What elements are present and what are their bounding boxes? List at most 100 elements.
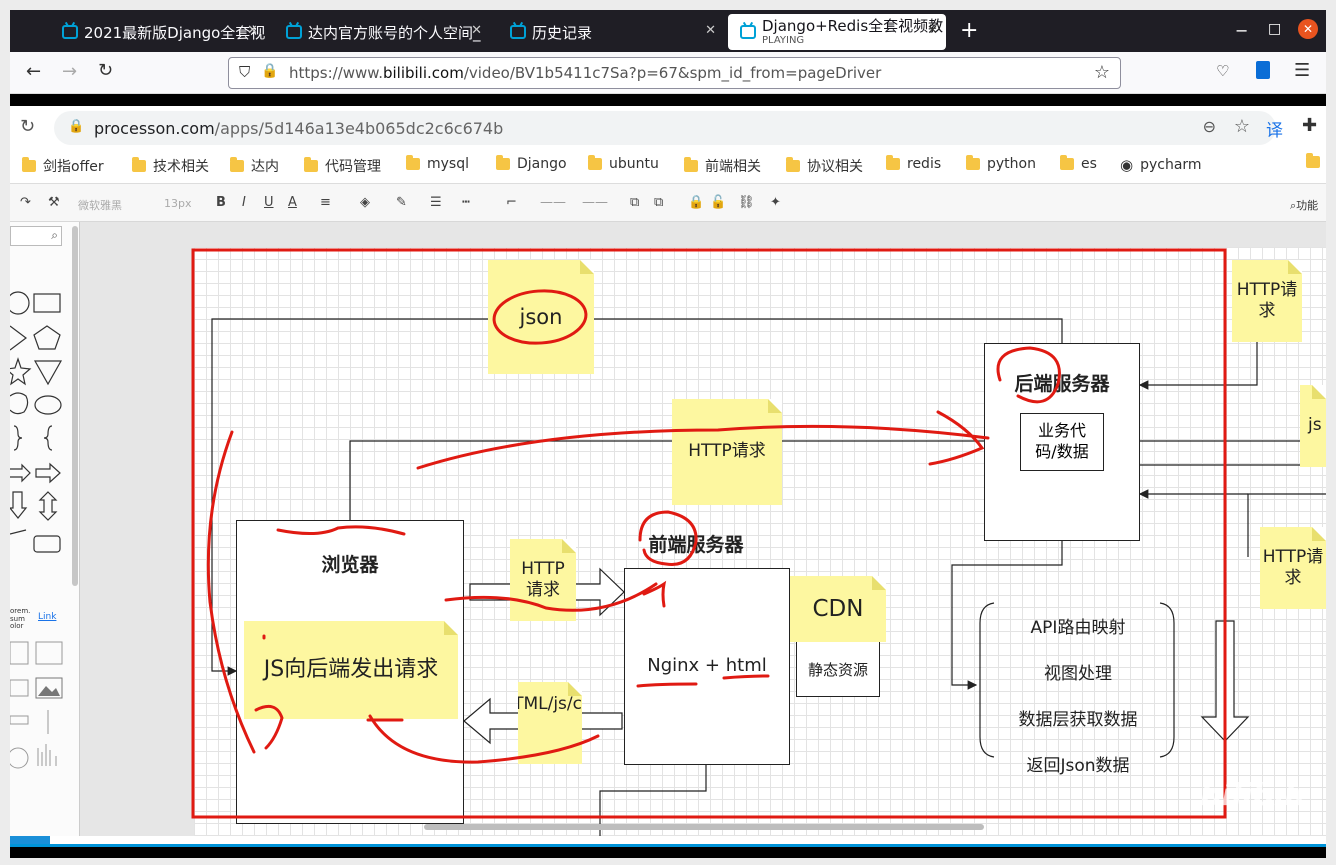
tab-title: Django+Redis全套视频教 (762, 17, 944, 36)
tab-2[interactable]: 达内官方账号的个人空间_ ✕ (274, 14, 490, 50)
inner-url-bar[interactable]: 🔒 processon.com/apps/5d146a13e4b065dc2c6… (54, 111, 1276, 145)
forward-icon[interactable]: → (62, 61, 78, 82)
puzzle-icon[interactable]: ✚ (1302, 115, 1318, 136)
shield-icon: ⛉ (239, 63, 251, 81)
bookmark-item[interactable] (1306, 153, 1320, 168)
menu-icon[interactable]: ☰ (1294, 60, 1311, 81)
lock-icon[interactable]: 🔒 (688, 195, 705, 210)
close-icon[interactable]: ✕ (471, 23, 482, 38)
unlock-icon[interactable]: 🔓 (710, 195, 727, 210)
static-resource-box[interactable] (796, 635, 880, 697)
close-icon[interactable]: ✕ (927, 23, 938, 38)
extension-icon[interactable] (1256, 61, 1270, 79)
http-request-note[interactable]: HTTP请求 (1260, 527, 1326, 609)
maximize-button[interactable]: □ (1268, 21, 1282, 37)
connector-icon[interactable]: ⌐ (506, 195, 517, 210)
video-progress[interactable] (10, 844, 1326, 847)
bookmark-star-icon[interactable]: ☆ (1093, 62, 1110, 83)
reload-icon[interactable]: ↻ (98, 60, 114, 81)
bookmark-item[interactable]: ubuntu (588, 155, 659, 172)
bookmark-item[interactable]: python (966, 155, 1036, 172)
html-js-css-note[interactable]: HTML/js/css (518, 682, 582, 764)
bookmark-item[interactable]: ◉pycharm (1120, 156, 1202, 174)
url-host: processon.com (94, 118, 215, 138)
business-logic-box[interactable]: 业务代码/数据 (1020, 413, 1104, 471)
http-request-note[interactable]: HTTP请求 (510, 539, 576, 621)
close-window-button[interactable]: ✕ (1298, 19, 1318, 39)
tab-title: 达内官方账号的个人空间_ (308, 23, 481, 42)
json-note[interactable]: json (488, 260, 594, 374)
tab-1[interactable]: 2021最新版Django全套视 ✕ (50, 14, 266, 50)
align-icon[interactable]: ≡ (320, 195, 331, 210)
tab-playing-label: PLAYING (762, 34, 805, 46)
bold-icon[interactable]: B (216, 195, 226, 210)
bilibili-watermark: bilibili (1200, 778, 1305, 813)
http-request-note[interactable]: HTTP请求 (1232, 260, 1302, 342)
bookmark-item[interactable]: 技术相关 (132, 156, 209, 176)
font-color-icon[interactable]: A (288, 195, 297, 210)
link-shape[interactable]: Link (38, 612, 57, 622)
browser-title: 浏览器 (321, 554, 379, 576)
shape-search-input[interactable]: ⌕ (10, 226, 62, 246)
folder-icon (1306, 153, 1320, 168)
bookmark-star-icon[interactable]: ☆ (1233, 116, 1250, 137)
font-size-select[interactable]: 13px (164, 197, 192, 210)
back-icon[interactable]: ← (26, 61, 42, 82)
fill-color-icon[interactable]: ◈ (360, 195, 370, 210)
italic-icon[interactable]: I (242, 195, 246, 210)
horizontal-scrollbar[interactable] (424, 824, 984, 830)
js-request-note[interactable]: JS向后端发出请求 (244, 621, 458, 719)
font-family-select[interactable]: 微软雅黑 (78, 199, 122, 212)
static-label: 静态资源 (807, 661, 868, 679)
tab-3[interactable]: 历史记录 ✕ (498, 14, 724, 50)
zoom-icon[interactable]: ⊖ (1202, 117, 1216, 136)
bring-front-icon[interactable]: ⧉ (630, 195, 640, 210)
link-icon[interactable]: ⛓ (738, 195, 755, 210)
line-end-select[interactable]: —— (582, 195, 608, 210)
translate-icon[interactable]: 译 (1266, 121, 1283, 141)
bookmark-item[interactable]: mysql (406, 155, 469, 172)
js-note[interactable]: js (1300, 385, 1326, 467)
bookmark-item[interactable]: es (1060, 155, 1097, 172)
line-color-icon[interactable]: ✎ (396, 195, 407, 210)
shape-palette-2[interactable] (10, 640, 70, 770)
line-start-select[interactable]: —— (540, 195, 566, 210)
shape-palette[interactable] (10, 286, 70, 556)
reload-icon[interactable]: ↻ (20, 116, 36, 137)
bookmark-item[interactable]: 前端相关 (684, 156, 761, 176)
close-icon[interactable]: ✕ (247, 23, 258, 38)
tab-4-active[interactable]: Django+Redis全套视频教 PLAYING ✕ (728, 14, 946, 50)
bookmark-item[interactable]: 达内 (230, 156, 279, 176)
line-width-icon[interactable]: ☰ (430, 195, 442, 210)
bilibili-icon (62, 25, 78, 39)
api-step: 数据层获取数据 (1018, 710, 1138, 730)
bookmark-item[interactable]: Django (496, 155, 567, 172)
cdn-note[interactable]: CDN (790, 576, 886, 642)
folder-icon (132, 157, 146, 172)
bookmark-item[interactable]: redis (886, 155, 941, 172)
url-bar[interactable]: ⛉ 🔒 https://www.bilibili.com/video/BV1b5… (228, 57, 1121, 89)
magic-wand-icon[interactable]: ✦ (770, 195, 781, 210)
redo-icon[interactable]: ↷ (20, 195, 31, 210)
minimize-button[interactable]: − (1235, 21, 1249, 40)
bookmark-item[interactable]: 协议相关 (786, 156, 863, 176)
feature-search[interactable]: ⌕功能 (1290, 199, 1319, 212)
close-icon[interactable]: ✕ (705, 23, 716, 38)
panel-scrollbar[interactable] (72, 226, 78, 586)
bookmark-item[interactable]: 代码管理 (304, 156, 381, 176)
http-request-note[interactable]: HTTP请求 (672, 399, 782, 505)
format-painter-icon[interactable]: ⚒ (48, 195, 60, 210)
folder-icon (1060, 155, 1074, 170)
panel-tab[interactable] (10, 836, 50, 844)
send-back-icon[interactable]: ⧉ (654, 195, 664, 210)
new-tab-button[interactable]: + (960, 18, 979, 43)
pocket-icon[interactable]: ♡ (1216, 62, 1230, 80)
frontend-server-box[interactable] (624, 568, 790, 765)
bookmark-item[interactable]: 剑指offer (22, 156, 104, 176)
browser-tab-bar: 2021最新版Django全套视 ✕ 达内官方账号的个人空间_ ✕ 历史记录 ✕… (10, 10, 1326, 52)
line-style-icon[interactable]: ┅ (462, 195, 470, 210)
underline-icon[interactable]: U (264, 195, 274, 210)
